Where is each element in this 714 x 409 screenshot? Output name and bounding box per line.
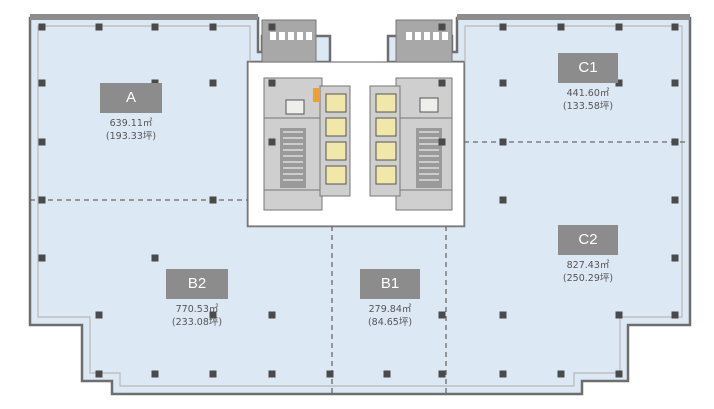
shaft-left-slot (288, 32, 294, 40)
zone-c2[interactable]: C2 827.43㎡ (250.29坪) (558, 225, 618, 285)
stair-shaft (280, 128, 306, 188)
zone-b2-label: B2 (166, 269, 228, 299)
structural-column-icon (438, 370, 446, 378)
zone-c2-label: C2 (558, 225, 618, 255)
shaft-left-slot (279, 32, 285, 40)
structural-column-icon (438, 311, 446, 319)
elevator-icon (325, 93, 347, 113)
structural-column-icon (151, 254, 159, 262)
structural-column-icon (499, 370, 507, 378)
zone-c1-area-tsubo: (133.58坪) (562, 101, 614, 112)
elevator-icon (375, 117, 397, 137)
structural-column-icon (438, 79, 446, 87)
zone-c1-area-m2: 441.60㎡ (566, 88, 610, 99)
structural-column-icon (268, 79, 276, 87)
shaft-right-slot (406, 32, 412, 40)
structural-column-icon (438, 138, 446, 146)
shaft-right-slot (424, 32, 430, 40)
structural-column-icon (209, 311, 217, 319)
structural-column-icon (615, 79, 623, 87)
elevator-icon (375, 93, 397, 113)
structural-column-icon (383, 370, 391, 378)
zone-a-area-tsubo: (193.33坪) (105, 131, 157, 142)
shaft-right-slot (442, 32, 448, 40)
structural-column-icon (38, 196, 46, 204)
zone-b2-area-tsubo: (233.08坪) (171, 317, 223, 328)
zone-c2-area-tsubo: (250.29坪) (562, 273, 614, 284)
structural-column-icon (671, 23, 679, 31)
structural-column-icon (499, 79, 507, 87)
structural-column-icon (671, 79, 679, 87)
structural-column-icon (499, 311, 507, 319)
structural-column-icon (268, 370, 276, 378)
zone-c1[interactable]: C1 441.60㎡ (133.58坪) (558, 53, 618, 113)
structural-column-icon (615, 370, 623, 378)
accent-marker (313, 88, 320, 102)
zone-b1[interactable]: B1 279.84㎡ (84.65坪) (360, 269, 420, 329)
roof-edge-right (457, 14, 690, 20)
structural-column-icon (671, 138, 679, 146)
zone-b1-area-tsubo: (84.65坪) (367, 317, 413, 328)
shaft-left-slot (270, 32, 276, 40)
structural-column-icon (615, 23, 623, 31)
structural-column-icon (209, 196, 217, 204)
zone-b2-area-m2: 770.53㎡ (175, 304, 219, 315)
core-room (263, 189, 323, 211)
structural-column-icon (671, 311, 679, 319)
elevator-icon (375, 165, 397, 185)
structural-column-icon (268, 138, 276, 146)
structural-column-icon (38, 138, 46, 146)
structural-column-icon (499, 196, 507, 204)
structural-column-icon (557, 23, 565, 31)
structural-column-icon (615, 311, 623, 319)
structural-column-icon (268, 311, 276, 319)
zone-a-label: A (100, 83, 162, 113)
structural-column-icon (557, 370, 565, 378)
core-room (395, 189, 453, 211)
elevator-icon (325, 165, 347, 185)
structural-column-icon (268, 23, 276, 31)
zone-b1-area-m2: 279.84㎡ (368, 304, 412, 315)
structural-column-icon (95, 23, 103, 31)
structural-column-icon (38, 79, 46, 87)
elevator-icon (375, 141, 397, 161)
shaft-right-slot (433, 32, 439, 40)
structural-column-icon (209, 23, 217, 31)
structural-column-icon (671, 196, 679, 204)
toilet-room (419, 97, 439, 113)
structural-column-icon (438, 23, 446, 31)
structural-column-icon (95, 311, 103, 319)
structural-column-icon (38, 254, 46, 262)
structural-column-icon (209, 370, 217, 378)
structural-column-icon (499, 23, 507, 31)
structural-column-icon (671, 254, 679, 262)
zone-c2-area-m2: 827.43㎡ (566, 260, 610, 271)
structural-column-icon (38, 23, 46, 31)
shaft-left-slot (306, 32, 312, 40)
structural-column-icon (326, 370, 334, 378)
zone-c1-label: C1 (558, 53, 618, 83)
shaft-left-slot (297, 32, 303, 40)
toilet-room (285, 99, 305, 115)
roof-edge-left (30, 14, 258, 20)
structural-column-icon (499, 138, 507, 146)
zone-a[interactable]: A 639.11㎡ (193.33坪) (100, 83, 162, 143)
shaft-right-slot (415, 32, 421, 40)
zone-a-area-m2: 639.11㎡ (109, 118, 153, 129)
structural-column-icon (209, 79, 217, 87)
zone-b2[interactable]: B2 770.53㎡ (233.08坪) (166, 269, 228, 329)
zone-b1-label: B1 (360, 269, 420, 299)
elevator-icon (325, 141, 347, 161)
structural-column-icon (151, 23, 159, 31)
structural-column-icon (95, 370, 103, 378)
stair-shaft (416, 128, 442, 188)
elevator-icon (325, 117, 347, 137)
structural-column-icon (151, 370, 159, 378)
